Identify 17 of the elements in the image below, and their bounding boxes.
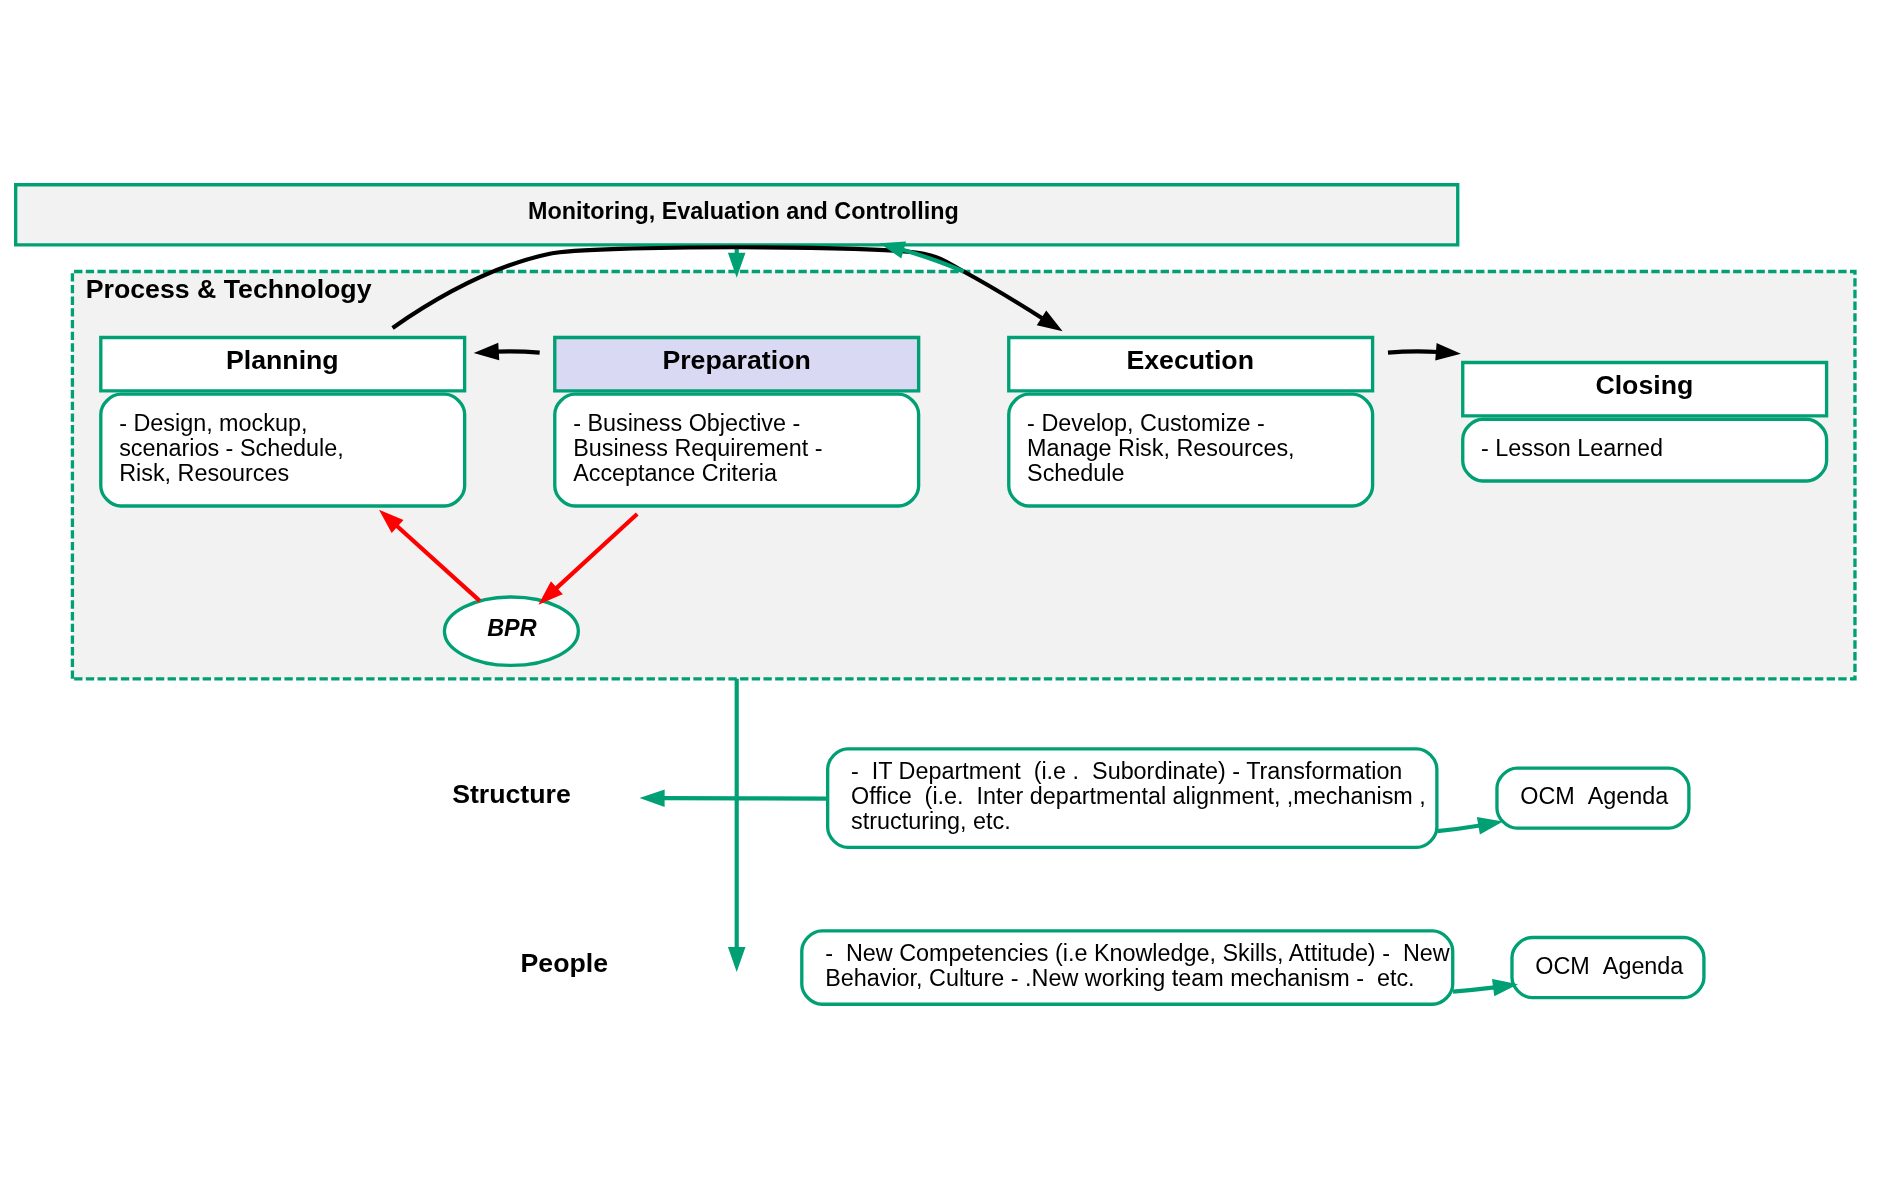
node-box: - New Competencies (i.e Knowledge, Skills, Attitude) - New Behavior, Culture - .New working team mechanism - etc. — [799, 928, 1454, 1006]
label: People — [520, 947, 608, 978]
arrow — [378, 509, 481, 602]
arrow — [879, 241, 964, 273]
label: Structure — [451, 778, 571, 809]
arrow — [473, 342, 540, 360]
node-box: OCM Agenda — [1509, 935, 1706, 999]
node-box: Monitoring, Evaluation and Controlling — [13, 182, 1459, 246]
arrow — [537, 511, 639, 605]
node-box: - IT Department (i.e . Subordinate) - Transformation Office (i.e. Inter departmental alignment, ,mechanism , structuring, etc. — [825, 746, 1439, 849]
arrow — [1452, 978, 1518, 996]
node-ellipse: BPR — [442, 594, 580, 667]
arrow — [1387, 342, 1461, 361]
arrow — [1436, 816, 1503, 834]
arrow — [639, 788, 827, 807]
node-box: OCM Agenda — [1494, 765, 1691, 830]
arrow — [727, 678, 745, 972]
